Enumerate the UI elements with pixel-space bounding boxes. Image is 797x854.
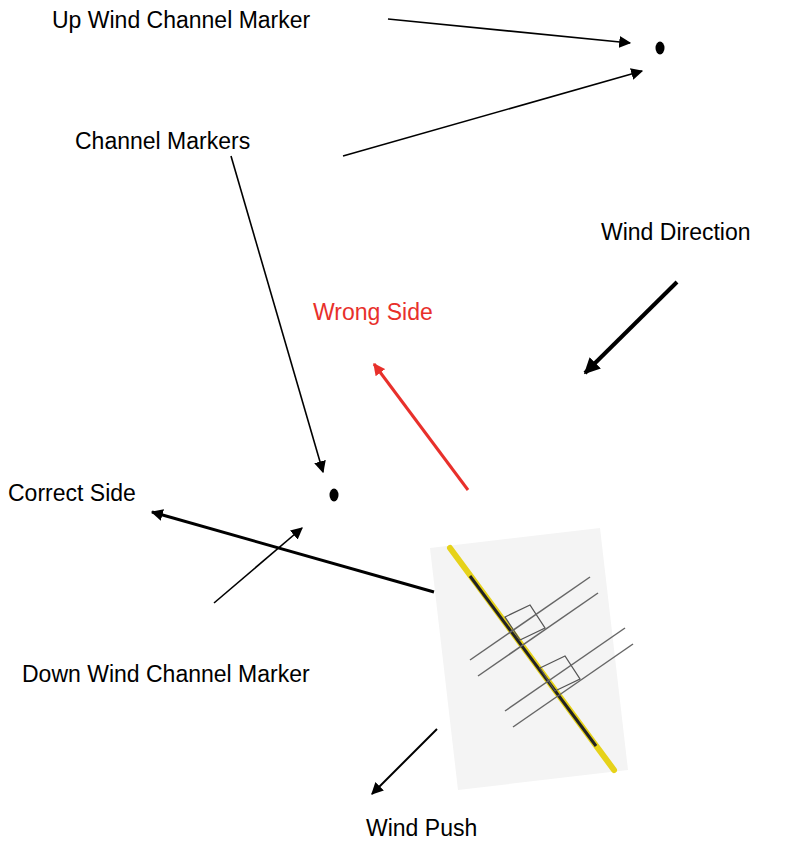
wind-label: Wind Push [366,814,477,842]
wind-arrow [585,282,677,373]
leader-line [214,528,302,603]
leader-line [343,71,642,156]
wrong-course-arrow [374,364,468,490]
course-label: Correct Side [8,479,136,507]
marker-label: Up Wind Channel Marker [52,6,310,34]
channel-marker [330,489,339,502]
wind-label: Wind Direction [601,218,751,246]
correct-course-arrow [152,512,434,592]
marker-label: Down Wind Channel Marker [22,660,310,688]
leader-line [388,19,630,43]
boat-illustration [430,528,633,790]
marker-label: Channel Markers [75,127,250,155]
leader-line [231,156,323,472]
channel-marker [656,42,665,55]
wind-push-arrow [372,729,437,794]
course-label: Wrong Side [313,298,433,326]
